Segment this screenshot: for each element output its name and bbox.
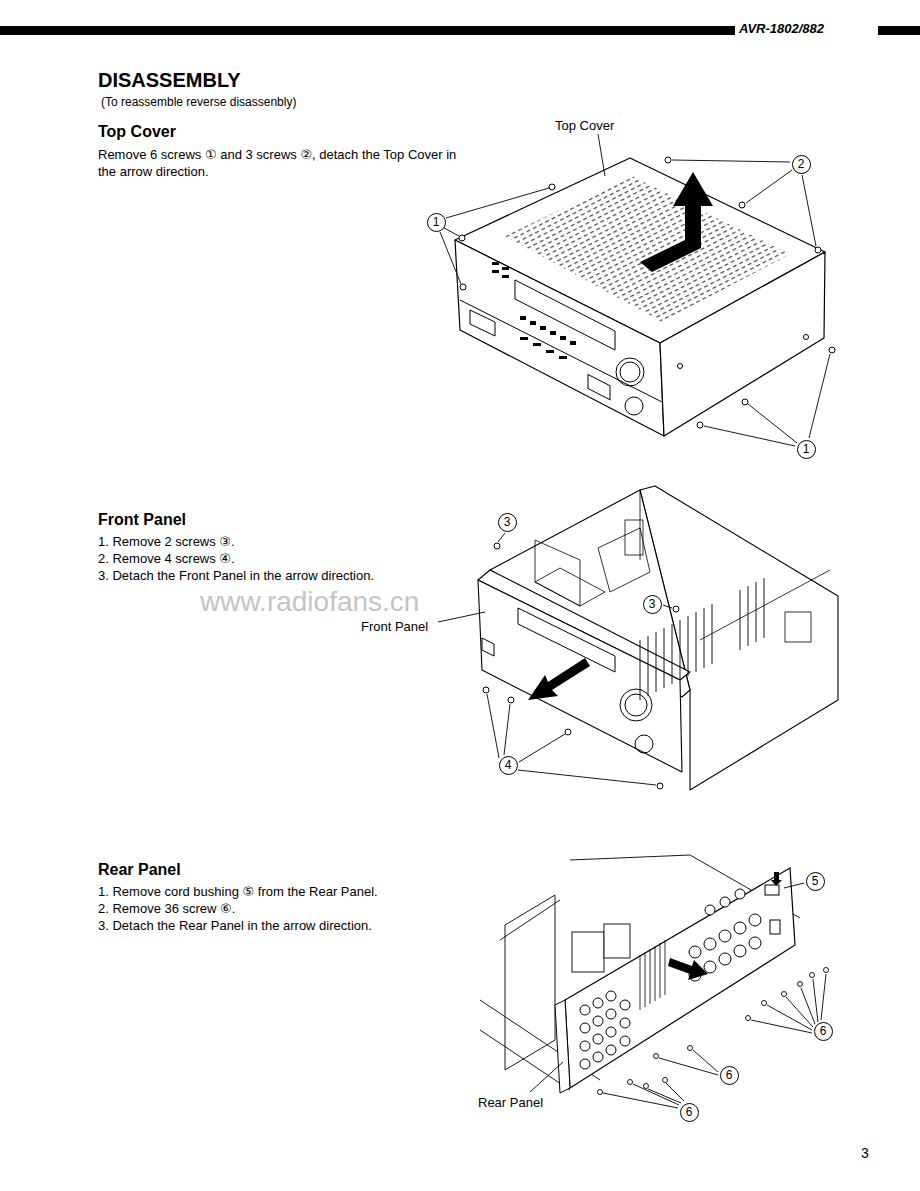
instruction-text: 3. Detach the Rear Panel in the arrow di… bbox=[98, 917, 478, 934]
callout-number: 6 bbox=[720, 1066, 739, 1085]
callout-number: 5 bbox=[806, 872, 825, 891]
part-name: Rear Panel bbox=[476, 1095, 545, 1111]
instruction-text: 1. Remove 2 screws ③. bbox=[98, 533, 478, 550]
part-name: Top Cover bbox=[553, 118, 616, 134]
instruction-text: Remove 6 screws ① and 3 screws ②, detach… bbox=[98, 146, 473, 180]
instruction-text: 2. Remove 36 screw ⑥. bbox=[98, 900, 478, 917]
callout-number: 6 bbox=[680, 1103, 699, 1122]
page-title: DISASSEMBLY bbox=[98, 68, 241, 93]
callout-number: 4 bbox=[499, 756, 518, 775]
section-heading: Rear Panel bbox=[98, 860, 181, 880]
section-heading: Front Panel bbox=[98, 510, 186, 530]
callout-number: 1 bbox=[797, 440, 816, 459]
callout-number: 1 bbox=[427, 213, 446, 232]
instruction-text: 3. Detach the Front Panel in the arrow d… bbox=[98, 567, 478, 584]
section-heading: Top Cover bbox=[98, 122, 176, 142]
instruction-text: 2. Remove 4 screws ④. bbox=[98, 550, 478, 567]
callout-number: 3 bbox=[498, 513, 517, 532]
callout-number: 3 bbox=[643, 595, 662, 614]
callout-number: 2 bbox=[792, 155, 811, 174]
callout-number: 6 bbox=[814, 1022, 833, 1041]
page-number: 3 bbox=[861, 1145, 869, 1163]
instruction-text: 1. Remove cord bushing ⑤ from the Rear P… bbox=[98, 883, 478, 900]
note-text: (To reassemble reverse disassenbly) bbox=[101, 95, 296, 110]
part-name: Front Panel bbox=[359, 619, 430, 635]
watermark: www.radiofans.cn bbox=[200, 584, 419, 619]
model-header: AVR-1802/882 bbox=[735, 21, 828, 37]
